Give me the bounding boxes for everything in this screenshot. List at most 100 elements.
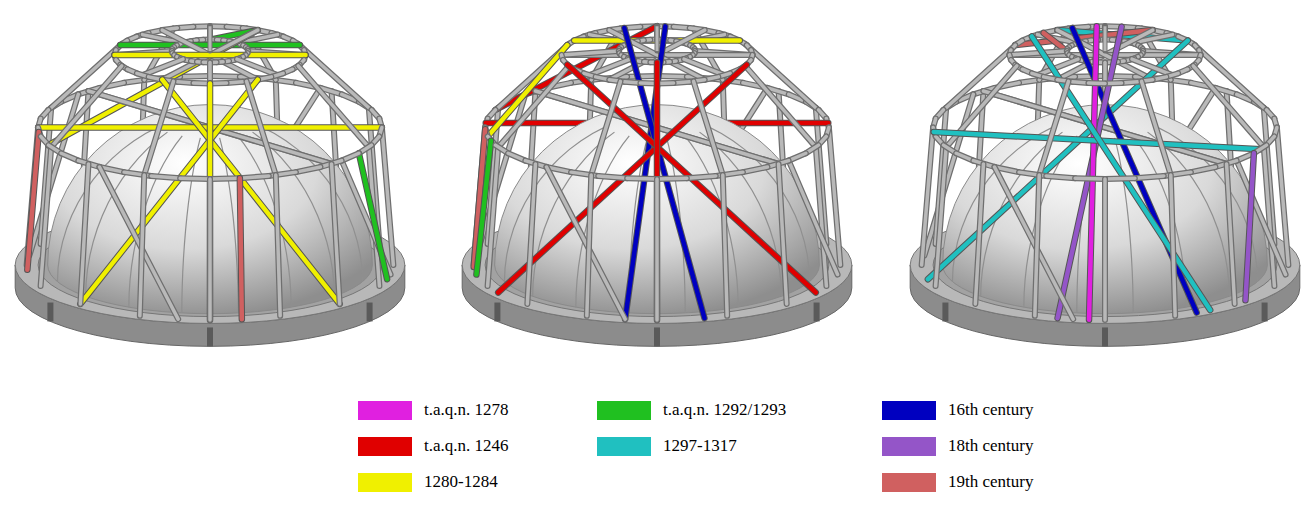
beam-outline (207, 84, 214, 320)
timber-beam (562, 51, 619, 55)
beam-outline (498, 66, 569, 147)
dated-beam (655, 63, 660, 320)
beam-outline (723, 175, 727, 316)
timber-beam (779, 164, 787, 304)
timber-beam (975, 164, 983, 304)
timber-beam (488, 147, 499, 286)
legend-entry: 18th century (882, 436, 1033, 456)
timber-beam (591, 81, 620, 175)
beam-outline (654, 63, 661, 320)
dome-structure (15, 26, 405, 346)
beam-outline (1088, 80, 1105, 86)
base-notch (814, 303, 820, 322)
beam-outline (654, 179, 660, 320)
timber-beam (598, 176, 627, 178)
beam-outline (1193, 66, 1264, 147)
king-post (656, 26, 659, 51)
beam-outline (1171, 175, 1175, 316)
base-notch (1262, 303, 1268, 322)
beam-outline (743, 167, 768, 172)
dome-rib (238, 136, 291, 307)
beam-outline (975, 164, 983, 304)
legend-swatch (358, 473, 412, 492)
beam-outline (829, 127, 840, 265)
legend-swatch (882, 473, 936, 492)
timber-beam (41, 147, 52, 286)
timber-beam (100, 167, 179, 319)
beam-outline (779, 164, 787, 304)
base-notch (654, 327, 660, 346)
legend-label: 18th century (948, 436, 1033, 456)
dated-beam (162, 80, 339, 304)
timber-beam (816, 147, 827, 286)
legend-label: 16th century (948, 400, 1033, 420)
legend-label: t.a.q.n. 1278 (424, 400, 509, 420)
timber-beam (547, 167, 626, 319)
beam-outline (1245, 153, 1253, 300)
timber-beam (657, 177, 687, 181)
timber-beam (332, 164, 340, 304)
beam-outline (624, 28, 704, 318)
timber-beam (180, 177, 210, 181)
beam-outline (562, 51, 619, 55)
base-notch (367, 303, 373, 322)
timber-beam (1103, 179, 1107, 320)
beam-outline (162, 80, 339, 304)
beam-outline (1237, 161, 1286, 275)
timber-beam (1264, 147, 1275, 286)
beam-outline (80, 164, 88, 304)
beam-outline (657, 175, 687, 182)
timber-beam (589, 59, 630, 75)
king-post (209, 26, 212, 51)
timber-beam (1135, 176, 1164, 178)
timber-beam (80, 164, 88, 304)
beam-outline (1142, 81, 1171, 175)
timber-beam (627, 177, 657, 181)
legend-swatch (597, 401, 651, 420)
legend-label: 19th century (948, 472, 1033, 492)
beam-outline (527, 164, 535, 304)
beam-outline (382, 127, 393, 265)
timber-beam (210, 74, 240, 78)
beam-outline (1075, 175, 1105, 182)
beam-outline (936, 147, 947, 286)
dome-structure (910, 26, 1300, 346)
king-post (1103, 26, 1108, 51)
beam-outline (180, 175, 210, 182)
beam-outline (359, 153, 387, 279)
beam-outline (140, 175, 144, 316)
timber-beam (240, 176, 269, 178)
timber-beam (1142, 81, 1171, 175)
dated-beam (1089, 26, 1097, 319)
timber-beam (655, 179, 659, 320)
dome-structure (462, 26, 852, 346)
timber-beam (276, 175, 280, 316)
beam-outline (1102, 63, 1108, 84)
legend-swatch (882, 437, 936, 456)
beam-outline (587, 175, 591, 316)
beam-outline (276, 175, 280, 316)
timber-beam (1227, 164, 1235, 304)
beam-outline (1135, 176, 1164, 178)
beam-outline (240, 178, 242, 319)
timber-beam (1105, 177, 1135, 181)
beam-outline (207, 179, 213, 320)
dated-beam (624, 28, 704, 318)
timber-beam (745, 66, 816, 147)
timber-beam (247, 81, 276, 175)
timber-beam (208, 179, 212, 320)
legend-swatch (597, 437, 651, 456)
timber-beam (237, 59, 278, 75)
beam-outline (547, 167, 626, 319)
timber-beam (587, 175, 591, 316)
timber-beam (936, 147, 947, 286)
timber-beam (687, 176, 716, 178)
legend-label: t.a.q.n. 1292/1293 (663, 400, 786, 420)
beam-outline (694, 81, 723, 175)
timber-beam (51, 66, 122, 147)
beam-outline (1227, 164, 1235, 304)
beam-outline (922, 127, 933, 265)
timber-beam (1132, 59, 1173, 75)
legend-entry: t.a.q.n. 1292/1293 (597, 400, 786, 420)
